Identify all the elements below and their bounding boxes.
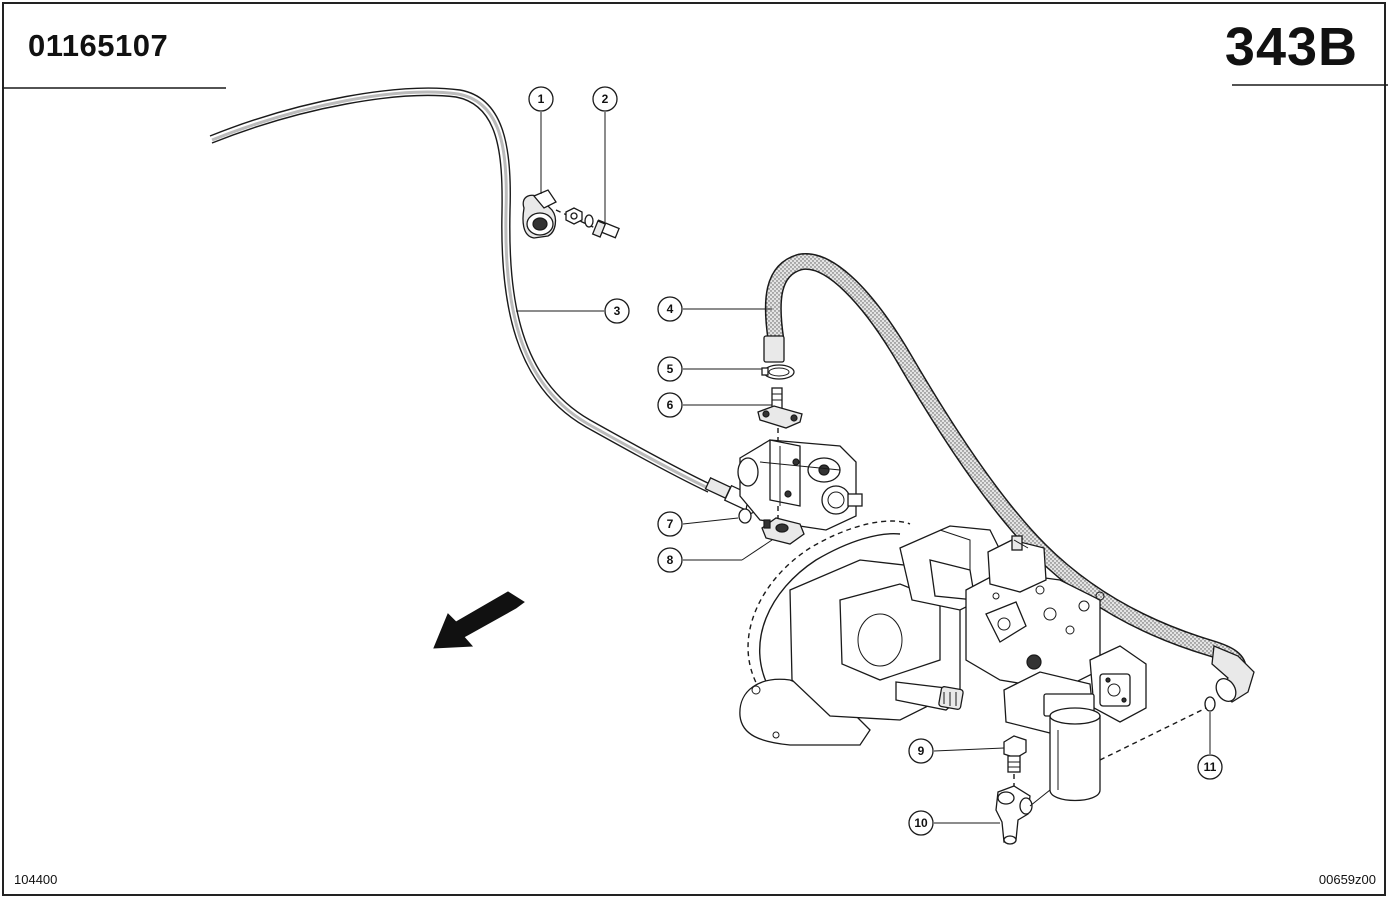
page-code: 343B <box>1224 17 1358 77</box>
o-ring-7 <box>738 508 752 524</box>
hose-fitting-6 <box>757 387 803 452</box>
callout-label: 1 <box>538 92 545 106</box>
drawing-number: 01165107 <box>28 28 169 63</box>
callout-11: 11 <box>1197 754 1223 780</box>
callout-label: 11 <box>1204 760 1217 774</box>
direction-arrow-icon <box>433 591 525 649</box>
flange-8 <box>761 517 805 545</box>
callout-7: 7 <box>657 511 683 537</box>
callout-label: 8 <box>667 553 674 567</box>
callout-6: 6 <box>657 392 683 418</box>
image-reference-left: 104400 <box>14 872 58 887</box>
callout-label: 9 <box>918 744 925 758</box>
callout-9: 9 <box>908 738 934 764</box>
fitting-9 <box>1003 735 1027 788</box>
callout-label: 10 <box>914 816 928 830</box>
callout-label: 3 <box>614 304 621 318</box>
callout-5: 5 <box>657 356 683 382</box>
tee-fitting-10 <box>995 785 1051 845</box>
callout-label: 7 <box>667 517 674 531</box>
clamp-assembly <box>522 189 620 239</box>
callout-1: 1 <box>528 86 554 112</box>
callout-label: 4 <box>667 302 674 316</box>
gear-pump <box>737 439 863 531</box>
main-pump-assembly <box>739 520 1147 802</box>
callout-label: 2 <box>602 92 609 106</box>
callout-3: 3 <box>604 298 630 324</box>
callout-label: 6 <box>667 398 674 412</box>
hose-clamp-5 <box>761 364 795 380</box>
hose-4 <box>763 253 1255 703</box>
callout-label: 5 <box>667 362 674 376</box>
callout-10: 10 <box>908 810 934 836</box>
callout-2: 2 <box>592 86 618 112</box>
image-reference-right: 00659z00 <box>1318 872 1376 887</box>
callout-leaders <box>516 112 1211 824</box>
assembly-line-11 <box>1099 707 1207 761</box>
callout-8: 8 <box>657 547 683 573</box>
o-ring-11 <box>1204 696 1216 712</box>
callout-4: 4 <box>657 296 683 322</box>
